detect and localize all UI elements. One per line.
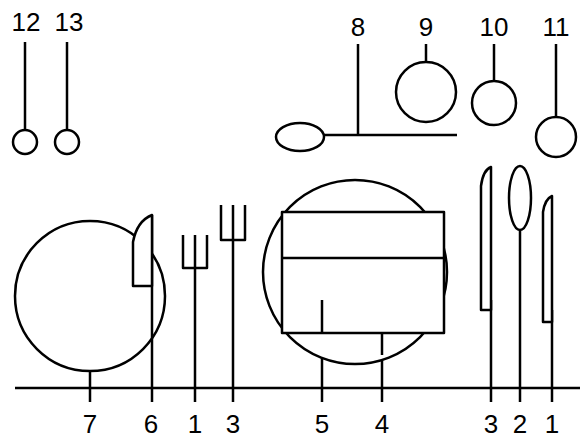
glass xyxy=(536,117,576,157)
napkin xyxy=(282,212,444,333)
callout-number: 1 xyxy=(188,411,202,437)
glass xyxy=(13,130,37,154)
fork xyxy=(183,235,207,402)
callout-number: 13 xyxy=(55,9,84,35)
glass xyxy=(55,130,79,154)
leader-line xyxy=(66,42,69,130)
knife-handle xyxy=(490,300,493,402)
callout-number: 9 xyxy=(419,14,433,40)
spoon-handle xyxy=(519,228,522,402)
callout-number: 1 xyxy=(545,411,559,437)
knife-blade xyxy=(481,167,491,310)
callout-number: 5 xyxy=(315,411,329,437)
callout-number: 3 xyxy=(226,411,240,437)
napkin-fold xyxy=(282,257,444,260)
knife-handle xyxy=(551,310,554,402)
leader-line xyxy=(493,44,496,81)
callout-number: 3 xyxy=(484,411,498,437)
callout-number: 6 xyxy=(144,411,158,437)
callout-number: 8 xyxy=(351,14,365,40)
spoon-bowl xyxy=(509,166,531,230)
spoon-handle xyxy=(324,134,457,137)
dinner-plate xyxy=(263,180,447,364)
callout-number: 11 xyxy=(543,14,570,40)
butter-knife-blade xyxy=(133,215,152,286)
leader-line xyxy=(357,44,360,135)
callout-number: 7 xyxy=(83,411,97,437)
leader-line xyxy=(381,333,384,355)
leader-line xyxy=(381,355,384,402)
knife-blade xyxy=(543,196,552,322)
callout-number: 4 xyxy=(375,411,389,437)
callout-number: 12 xyxy=(12,9,41,35)
leader-line xyxy=(555,44,558,117)
leader-line xyxy=(24,42,27,130)
glass xyxy=(396,62,456,122)
leader-line xyxy=(89,371,92,402)
fork xyxy=(221,205,245,402)
leader-line xyxy=(425,44,428,62)
leader-line xyxy=(321,300,324,333)
glass xyxy=(472,81,516,125)
callout-number: 10 xyxy=(480,14,509,40)
callout-number: 2 xyxy=(513,411,527,437)
spoon-bowl xyxy=(276,123,324,151)
baseline xyxy=(15,387,580,390)
